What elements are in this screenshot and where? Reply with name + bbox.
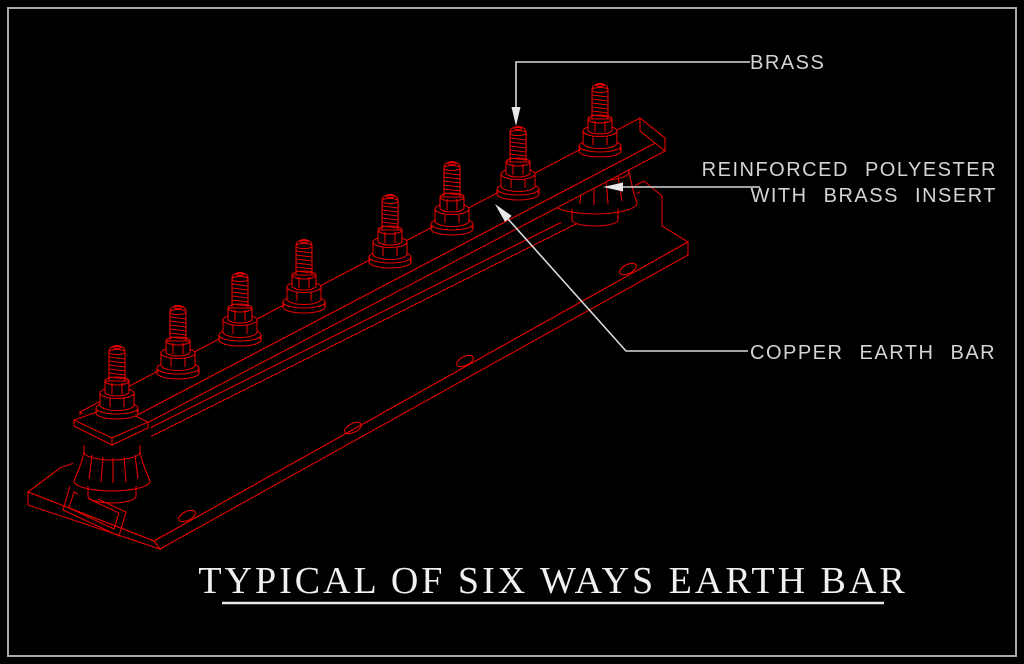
label-reinforced-polyester-line2: WITH BRASS INSERT — [751, 185, 998, 207]
annotations — [495, 61, 760, 352]
base-plate — [26, 180, 690, 551]
stud-assembly-1 — [95, 344, 139, 420]
brass-leader-line — [515, 61, 750, 108]
mounting-holes — [178, 262, 637, 523]
plate-rear-thickness-line — [99, 191, 641, 463]
stud-assembly-2 — [156, 304, 200, 380]
arrow-left-icon — [603, 182, 623, 192]
stud-assembly-5 — [368, 193, 412, 269]
copper-bar-leader-line — [499, 209, 748, 352]
stud-assembly-7 — [496, 125, 540, 201]
drawing-border — [7, 7, 1017, 657]
stud-assembly-8 — [578, 82, 622, 158]
drawing-title: TYPICAL OF SIX WAYS EARTH BAR — [198, 560, 907, 602]
stud-assembly-4 — [282, 238, 326, 314]
fixing-slot-inner — [68, 491, 120, 530]
bar-right-end — [639, 116, 666, 153]
stud-assembly-3 — [218, 271, 262, 347]
label-brass: BRASS — [750, 52, 825, 74]
stud-assembly-6 — [430, 160, 474, 236]
label-copper-earth-bar: COPPER EARTH BAR — [750, 342, 996, 364]
arrow-up-left-icon — [495, 204, 512, 222]
arrow-down-icon — [511, 107, 521, 126]
label-reinforced-polyester-line1: REINFORCED POLYESTER — [702, 159, 997, 181]
